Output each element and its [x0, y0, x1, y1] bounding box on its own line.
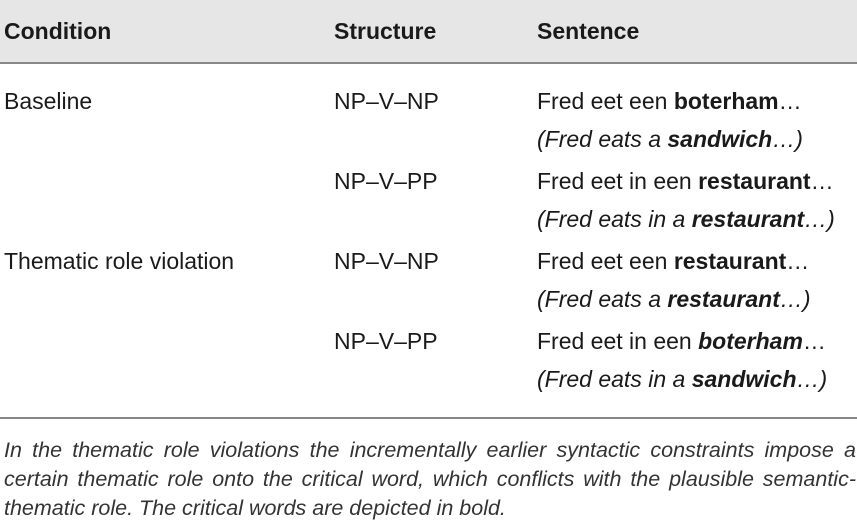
table-header	[0, 0, 857, 62]
row-sentence: Fred eet een boterham…	[537, 88, 802, 114]
header-condition: Condition	[4, 18, 112, 44]
header-sentence: Sentence	[537, 18, 640, 44]
table-bottom-rule	[0, 417, 857, 419]
row-translation: (Fred eats a sandwich…)	[537, 126, 803, 152]
row-sentence: Fred eet in een boterham…	[537, 328, 826, 354]
header-rule	[0, 62, 857, 64]
row-translation: (Fred eats in a restaurant…)	[537, 206, 835, 232]
row-sentence: Fred eet een restaurant…	[537, 248, 810, 274]
row-condition: Thematic role violation	[4, 248, 235, 274]
row-translation: (Fred eats a restaurant…)	[537, 286, 811, 312]
row-structure: NP–V–PP	[334, 328, 438, 354]
table-footnote: In the thematic role violations the incr…	[4, 438, 856, 520]
row-condition: Baseline	[4, 88, 93, 114]
row-translation: (Fred eats in a sandwich…)	[537, 366, 828, 392]
row-structure: NP–V–PP	[334, 168, 438, 194]
row-sentence: Fred eet in een restaurant…	[537, 168, 834, 194]
row-structure: NP–V–NP	[334, 88, 439, 114]
row-structure: NP–V–NP	[334, 248, 439, 274]
header-structure: Structure	[334, 18, 437, 44]
